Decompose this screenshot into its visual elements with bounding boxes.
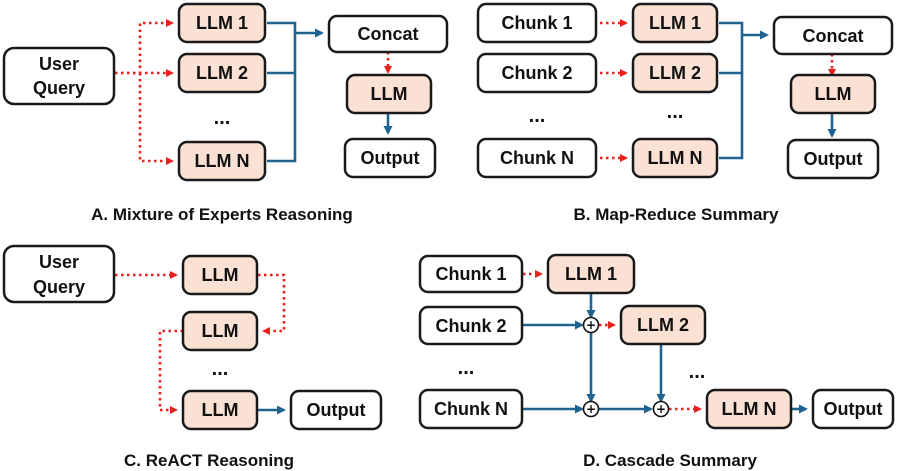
node-llm-b-label: LLM bbox=[815, 84, 852, 104]
edge-llm-mid-to-llm-bottom bbox=[158, 329, 183, 414]
sum-node-2: + bbox=[582, 400, 600, 418]
sum-node-3-symbol: + bbox=[656, 402, 666, 416]
node-llm-top-c: LLM bbox=[181, 254, 259, 296]
ellipsis-llms-d: ... bbox=[689, 361, 706, 383]
node-llm-top-c-label: LLM bbox=[202, 265, 239, 285]
node-llm-2-b-label: LLM 2 bbox=[649, 63, 701, 83]
node-output-d: Output bbox=[811, 388, 895, 430]
node-chunk-1-d: Chunk 1 bbox=[418, 254, 524, 294]
edge-llm-top-to-llm-mid bbox=[258, 273, 286, 335]
node-llm: LLM bbox=[345, 73, 433, 115]
node-chunk-2-d-label: Chunk 2 bbox=[435, 316, 506, 336]
node-llm-2: LLM 2 bbox=[177, 52, 267, 94]
node-output-d-label: Output bbox=[824, 399, 883, 419]
node-user-query-c-line1: User bbox=[39, 252, 79, 272]
node-llm-1-d: LLM 1 bbox=[546, 253, 636, 295]
sum-node-1: + bbox=[582, 316, 600, 334]
node-user-query-line2: Query bbox=[33, 78, 85, 98]
node-llm-1-d-label: LLM 1 bbox=[565, 264, 617, 284]
node-chunk-n-d-label: Chunk N bbox=[434, 399, 508, 419]
ellipsis-chunks-d: ... bbox=[458, 357, 475, 379]
node-chunk-n-label: Chunk N bbox=[500, 148, 574, 168]
node-llm-1: LLM 1 bbox=[177, 2, 267, 44]
node-concat: Concat bbox=[327, 14, 449, 54]
caption-a: A. Mixture of Experts Reasoning bbox=[91, 205, 353, 224]
node-chunk-2-label: Chunk 2 bbox=[501, 63, 572, 83]
panel-d-cascade: + + + Chunk 1 Chunk 2 ... Chunk N LLM 1 bbox=[418, 253, 895, 470]
node-llm-n-d-label: LLM N bbox=[722, 399, 777, 419]
node-user-query: User Query bbox=[2, 46, 116, 106]
node-output: Output bbox=[343, 137, 437, 179]
node-llm-n: LLM N bbox=[177, 140, 267, 182]
node-chunk-2-d: Chunk 2 bbox=[418, 305, 524, 346]
edge-query-to-llmn bbox=[138, 73, 174, 165]
sum-node-3: + bbox=[652, 400, 670, 418]
node-user-query-line1: User bbox=[39, 54, 79, 74]
node-llm-n-d: LLM N bbox=[705, 388, 793, 430]
panel-a-mixture-of-experts: User Query LLM 1 LLM 2 ... LLM N Concat … bbox=[2, 2, 449, 224]
node-output-b-label: Output bbox=[804, 149, 863, 169]
node-llm-b: LLM bbox=[789, 73, 877, 115]
node-chunk-n: Chunk N bbox=[476, 137, 598, 179]
node-llm-n-b-label: LLM N bbox=[648, 148, 703, 168]
node-user-query-c-line2: Query bbox=[33, 277, 85, 297]
sum-node-1-symbol: + bbox=[586, 318, 596, 332]
node-concat-label: Concat bbox=[357, 24, 418, 44]
node-user-query-c: User Query bbox=[2, 244, 116, 304]
ellipsis-llms-b: ... bbox=[667, 101, 684, 123]
edge-llms-to-concat bbox=[267, 21, 320, 163]
node-output-b: Output bbox=[786, 138, 880, 180]
node-output-c: Output bbox=[289, 389, 383, 431]
node-llm-1-b: LLM 1 bbox=[631, 2, 719, 44]
node-concat-b-label: Concat bbox=[802, 26, 863, 46]
panel-c-react: User Query LLM LLM ... LLM Output C. ReA… bbox=[2, 244, 383, 470]
node-chunk-n-d: Chunk N bbox=[418, 388, 524, 430]
ellipsis-chunks-b: ... bbox=[529, 105, 546, 127]
node-llm-2-d-label: LLM 2 bbox=[637, 315, 689, 335]
node-llm-1-label: LLM 1 bbox=[196, 13, 248, 33]
edge-query-to-llm1 bbox=[115, 19, 174, 75]
node-concat-b: Concat bbox=[772, 15, 894, 56]
node-llm-2-b: LLM 2 bbox=[631, 52, 719, 94]
node-llm-bottom-c-label: LLM bbox=[202, 400, 239, 420]
node-llm-label: LLM bbox=[371, 84, 408, 104]
caption-c: C. ReACT Reasoning bbox=[124, 451, 294, 470]
node-llm-bottom-c: LLM bbox=[181, 389, 259, 431]
node-llm-n-b: LLM N bbox=[631, 137, 719, 179]
ellipsis-c: ... bbox=[212, 358, 229, 380]
node-llm-mid-c-label: LLM bbox=[202, 321, 239, 341]
node-chunk-1-d-label: Chunk 1 bbox=[435, 264, 506, 284]
caption-d: D. Cascade Summary bbox=[583, 451, 757, 470]
node-llm-mid-c: LLM bbox=[181, 310, 259, 352]
sum-node-2-symbol: + bbox=[586, 402, 596, 416]
node-llm-1-b-label: LLM 1 bbox=[649, 13, 701, 33]
node-output-label: Output bbox=[361, 148, 420, 168]
node-output-c-label: Output bbox=[307, 400, 366, 420]
node-llm-2-d: LLM 2 bbox=[619, 304, 707, 346]
node-llm-2-label: LLM 2 bbox=[196, 63, 248, 83]
ellipsis-llms: ... bbox=[214, 107, 231, 129]
node-llm-n-label: LLM N bbox=[195, 151, 250, 171]
node-chunk-1-label: Chunk 1 bbox=[501, 13, 572, 33]
node-chunk-2: Chunk 2 bbox=[476, 52, 598, 94]
node-chunk-1: Chunk 1 bbox=[476, 2, 598, 44]
panel-b-map-reduce: Chunk 1 Chunk 2 ... Chunk N LLM 1 LLM 2 … bbox=[476, 2, 894, 224]
caption-b: B. Map-Reduce Summary bbox=[574, 205, 780, 224]
edge-llms-to-concat-b bbox=[719, 21, 765, 160]
